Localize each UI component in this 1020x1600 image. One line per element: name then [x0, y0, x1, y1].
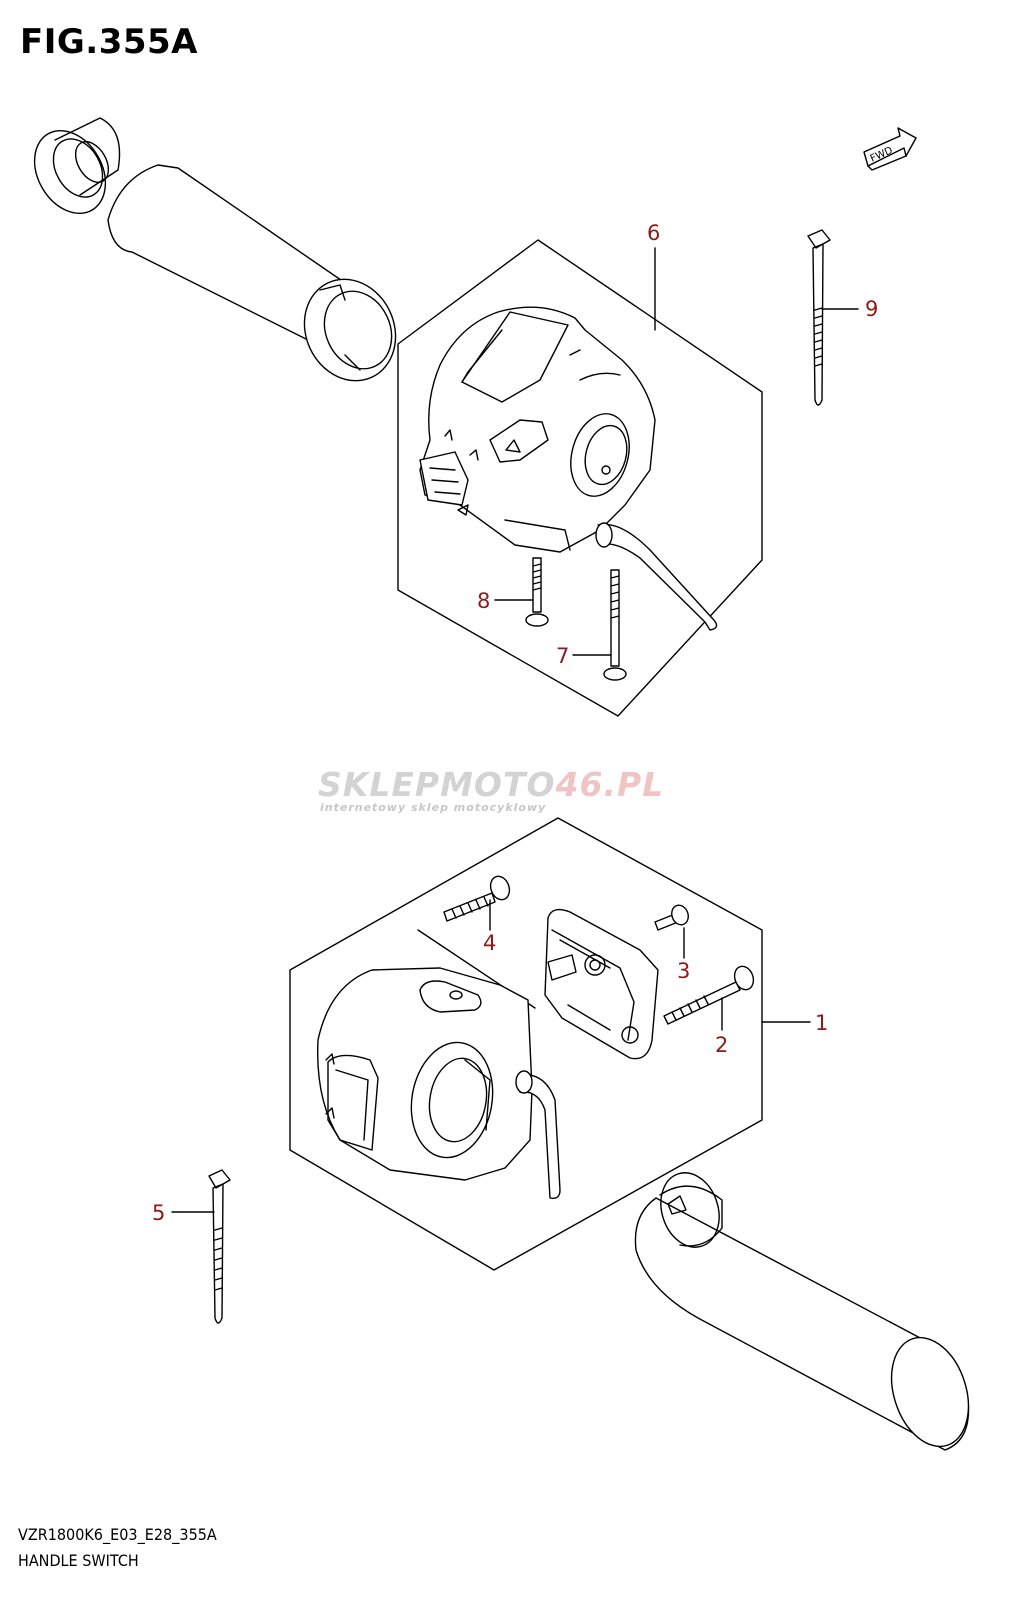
callout-8: 8: [477, 589, 490, 613]
screw-7: [603, 569, 627, 681]
watermark-brand-part1: SKLEPMOTO: [318, 765, 556, 804]
switch-base-bracket: [544, 908, 659, 1060]
lower-assembly-frame: [289, 817, 763, 1271]
lower-switch-wiring: [515, 1070, 561, 1200]
right-handle-switch-housing: [316, 967, 533, 1181]
watermark-brand: SKLEPMOTO46.PL: [318, 765, 718, 804]
screw-4: [443, 875, 511, 922]
forward-direction-arrow: [863, 127, 917, 171]
figure-code: VZR1800K6_E03_E28_355A: [18, 1525, 217, 1544]
upper-assembly-frame: [397, 239, 763, 717]
screw-3: [654, 904, 689, 931]
leader-lines: [171, 247, 859, 1213]
left-handle-switch-housing: [419, 306, 656, 553]
watermark-tagline: internetowy sklep motocyklowy: [320, 801, 547, 814]
watermark-brand-part2: 46.PL: [555, 765, 665, 804]
bar-end-ring: [33, 117, 121, 215]
screw-2: [663, 965, 755, 1025]
watermark: SKLEPMOTO46.PL internetowy sklep motocyk…: [318, 765, 718, 814]
cable-tie-5: [208, 1169, 231, 1324]
callout-2: 2: [715, 1033, 728, 1057]
callout-3: 3: [677, 959, 690, 983]
callout-7: 7: [556, 644, 569, 668]
callout-9: 9: [865, 297, 878, 321]
callout-5: 5: [152, 1201, 165, 1225]
right-throttle-grip: [634, 1172, 970, 1451]
left-handlebar-grip: [107, 164, 397, 382]
cable-tie-9: [807, 229, 831, 406]
callout-6: 6: [647, 221, 660, 245]
figure-title: FIG.355A: [20, 22, 198, 62]
screw-8: [525, 557, 549, 627]
callout-1: 1: [815, 1011, 828, 1035]
callout-4: 4: [483, 931, 496, 955]
upper-switch-wiring: [595, 522, 718, 631]
figure-name: HANDLE SWITCH: [18, 1551, 139, 1570]
